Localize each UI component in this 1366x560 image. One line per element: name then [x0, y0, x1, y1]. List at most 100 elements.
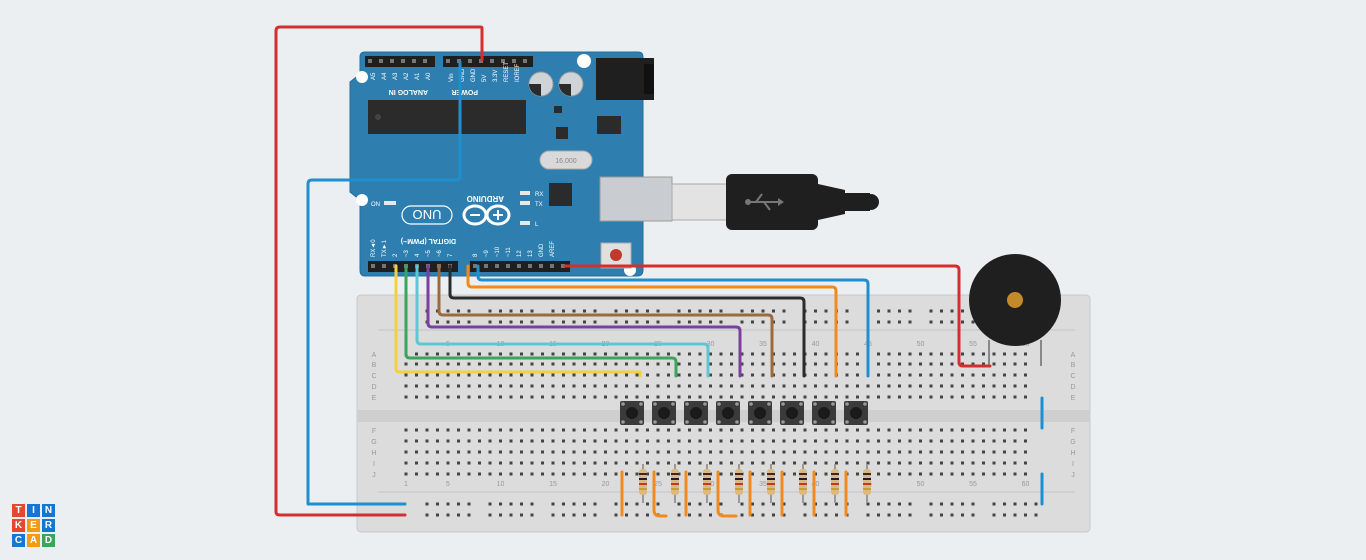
hole	[929, 373, 933, 377]
hole	[646, 373, 649, 377]
hole	[404, 428, 408, 432]
pin-label: 4	[415, 253, 421, 257]
hole	[824, 373, 828, 377]
hole	[751, 450, 754, 454]
header-pin[interactable]	[528, 264, 532, 268]
hole	[604, 352, 607, 356]
hole	[425, 439, 429, 443]
capacitor	[528, 71, 554, 97]
header-pin[interactable]	[412, 59, 416, 63]
hole	[656, 373, 660, 377]
column-number: 55	[969, 481, 977, 488]
push-button[interactable]	[684, 401, 708, 425]
hole	[898, 439, 901, 443]
header-pin[interactable]	[495, 264, 499, 268]
header-pin[interactable]	[468, 59, 472, 63]
hole	[436, 362, 439, 366]
wires[interactable]	[274, 25, 1044, 518]
rail-hole	[709, 309, 712, 313]
push-buttons[interactable]	[620, 401, 868, 425]
header-pin[interactable]	[506, 264, 510, 268]
hole	[593, 428, 597, 432]
rail-hole	[740, 502, 744, 506]
hole	[698, 461, 702, 465]
digital-header-low[interactable]	[368, 261, 458, 272]
hole	[593, 439, 597, 443]
rail-hole	[887, 320, 891, 324]
push-button[interactable]	[652, 401, 676, 425]
header-pin[interactable]	[371, 264, 375, 268]
hole	[961, 472, 964, 476]
hole	[457, 428, 460, 432]
hole	[1013, 428, 1017, 432]
header-pin[interactable]	[368, 59, 372, 63]
row-letter: I	[373, 461, 375, 468]
header-pin[interactable]	[561, 264, 565, 268]
header-pin[interactable]	[379, 59, 383, 63]
hole	[509, 428, 513, 432]
hole	[793, 439, 796, 443]
header-pin[interactable]	[539, 264, 543, 268]
hole	[740, 362, 744, 366]
wire-resistor-gnd-orange[interactable]	[652, 470, 668, 518]
analog-header[interactable]	[365, 56, 435, 67]
rail-hole	[688, 309, 691, 313]
header-pin[interactable]	[423, 59, 427, 63]
resistors	[639, 464, 871, 503]
header-pin[interactable]	[501, 59, 505, 63]
header-pin[interactable]	[523, 59, 527, 63]
header-pin[interactable]	[550, 264, 554, 268]
hole	[709, 362, 712, 366]
resistor	[831, 464, 839, 503]
power-header[interactable]	[443, 56, 533, 67]
hole	[698, 439, 702, 443]
hole	[520, 352, 523, 356]
header-pin[interactable]	[490, 59, 494, 63]
hole	[457, 373, 460, 377]
wire-resistor-gnd-orange[interactable]	[716, 470, 738, 518]
rail-hole	[436, 320, 439, 324]
header-pin[interactable]	[484, 264, 488, 268]
hole	[782, 428, 786, 432]
push-button[interactable]	[844, 401, 868, 425]
header-pin[interactable]	[473, 264, 477, 268]
header-pin[interactable]	[446, 59, 450, 63]
hole	[656, 428, 660, 432]
hole	[625, 450, 628, 454]
hole	[856, 439, 859, 443]
hole	[436, 450, 439, 454]
header-pin[interactable]	[517, 264, 521, 268]
hole	[583, 384, 586, 388]
hole	[1013, 450, 1017, 454]
header-pin[interactable]	[401, 59, 405, 63]
header-pin[interactable]	[512, 59, 516, 63]
hole	[572, 362, 576, 366]
rail-hole	[740, 320, 744, 324]
hole	[614, 395, 618, 399]
hole	[877, 461, 880, 465]
hole	[698, 373, 702, 377]
piezo-buzzer[interactable]	[969, 254, 1061, 366]
rail-hole	[562, 320, 565, 324]
rail-hole	[488, 320, 492, 324]
hole	[646, 461, 649, 465]
hole	[919, 362, 922, 366]
hole	[898, 384, 901, 388]
push-button[interactable]	[812, 401, 836, 425]
rail-hole	[740, 513, 744, 517]
rail-hole	[551, 502, 555, 506]
row-letter: B	[372, 362, 377, 369]
push-button[interactable]	[716, 401, 740, 425]
hole	[1013, 373, 1017, 377]
push-button[interactable]	[748, 401, 772, 425]
rail-hole	[866, 513, 870, 517]
push-button[interactable]	[780, 401, 804, 425]
rail-hole	[940, 320, 943, 324]
push-button[interactable]	[620, 401, 644, 425]
header-pin[interactable]	[390, 59, 394, 63]
rail-hole	[457, 320, 460, 324]
header-pin[interactable]	[382, 264, 386, 268]
